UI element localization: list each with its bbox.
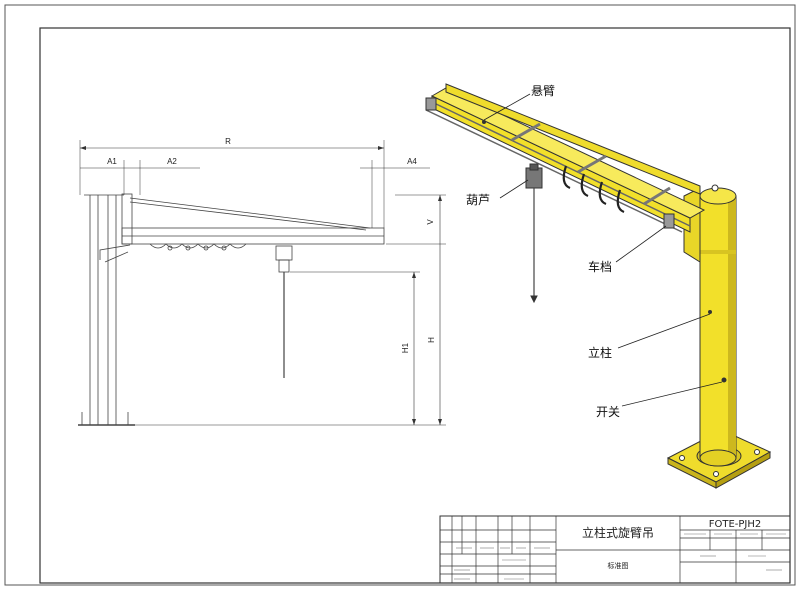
- elevation-view: [78, 140, 446, 426]
- dim-label-A2: A2: [167, 157, 177, 166]
- isometric-view: [425, 83, 772, 489]
- dim-label-A1: A1: [107, 157, 117, 166]
- title-block-title: 立柱式旋臂吊: [582, 525, 654, 540]
- callout-leaders: [483, 93, 723, 407]
- callout-stopper: 车档: [588, 259, 612, 274]
- dim-label-V: V: [426, 219, 435, 225]
- callout-hoist: 葫芦: [466, 193, 490, 207]
- callout-jib-arm: 悬臂: [531, 84, 555, 98]
- hoist-3d: [525, 167, 543, 189]
- stopper-3d: [663, 213, 675, 229]
- outer-frame: [4, 4, 796, 586]
- tie-rod-3d: [445, 83, 701, 195]
- title-block-fine-print: [454, 533, 786, 580]
- callout-switch: 开关: [596, 405, 620, 419]
- title-block-subtitle: 标准图: [608, 561, 629, 570]
- tie-rod: [129, 197, 371, 229]
- dim-label-A4: A4: [407, 157, 417, 166]
- hoist-side: [275, 245, 293, 261]
- callout-column: 立柱: [588, 345, 612, 360]
- title-block-drawing-code: FOTE-PJH2: [709, 519, 762, 530]
- title-block: [439, 515, 791, 584]
- festoon-cable: [149, 243, 247, 249]
- dim-label-R: R: [225, 137, 231, 146]
- dim-label-H1: H1: [401, 342, 410, 353]
- festoon-cable-3d: [562, 165, 625, 214]
- dim-label-H: H: [427, 337, 436, 343]
- drawing-border: [39, 27, 791, 584]
